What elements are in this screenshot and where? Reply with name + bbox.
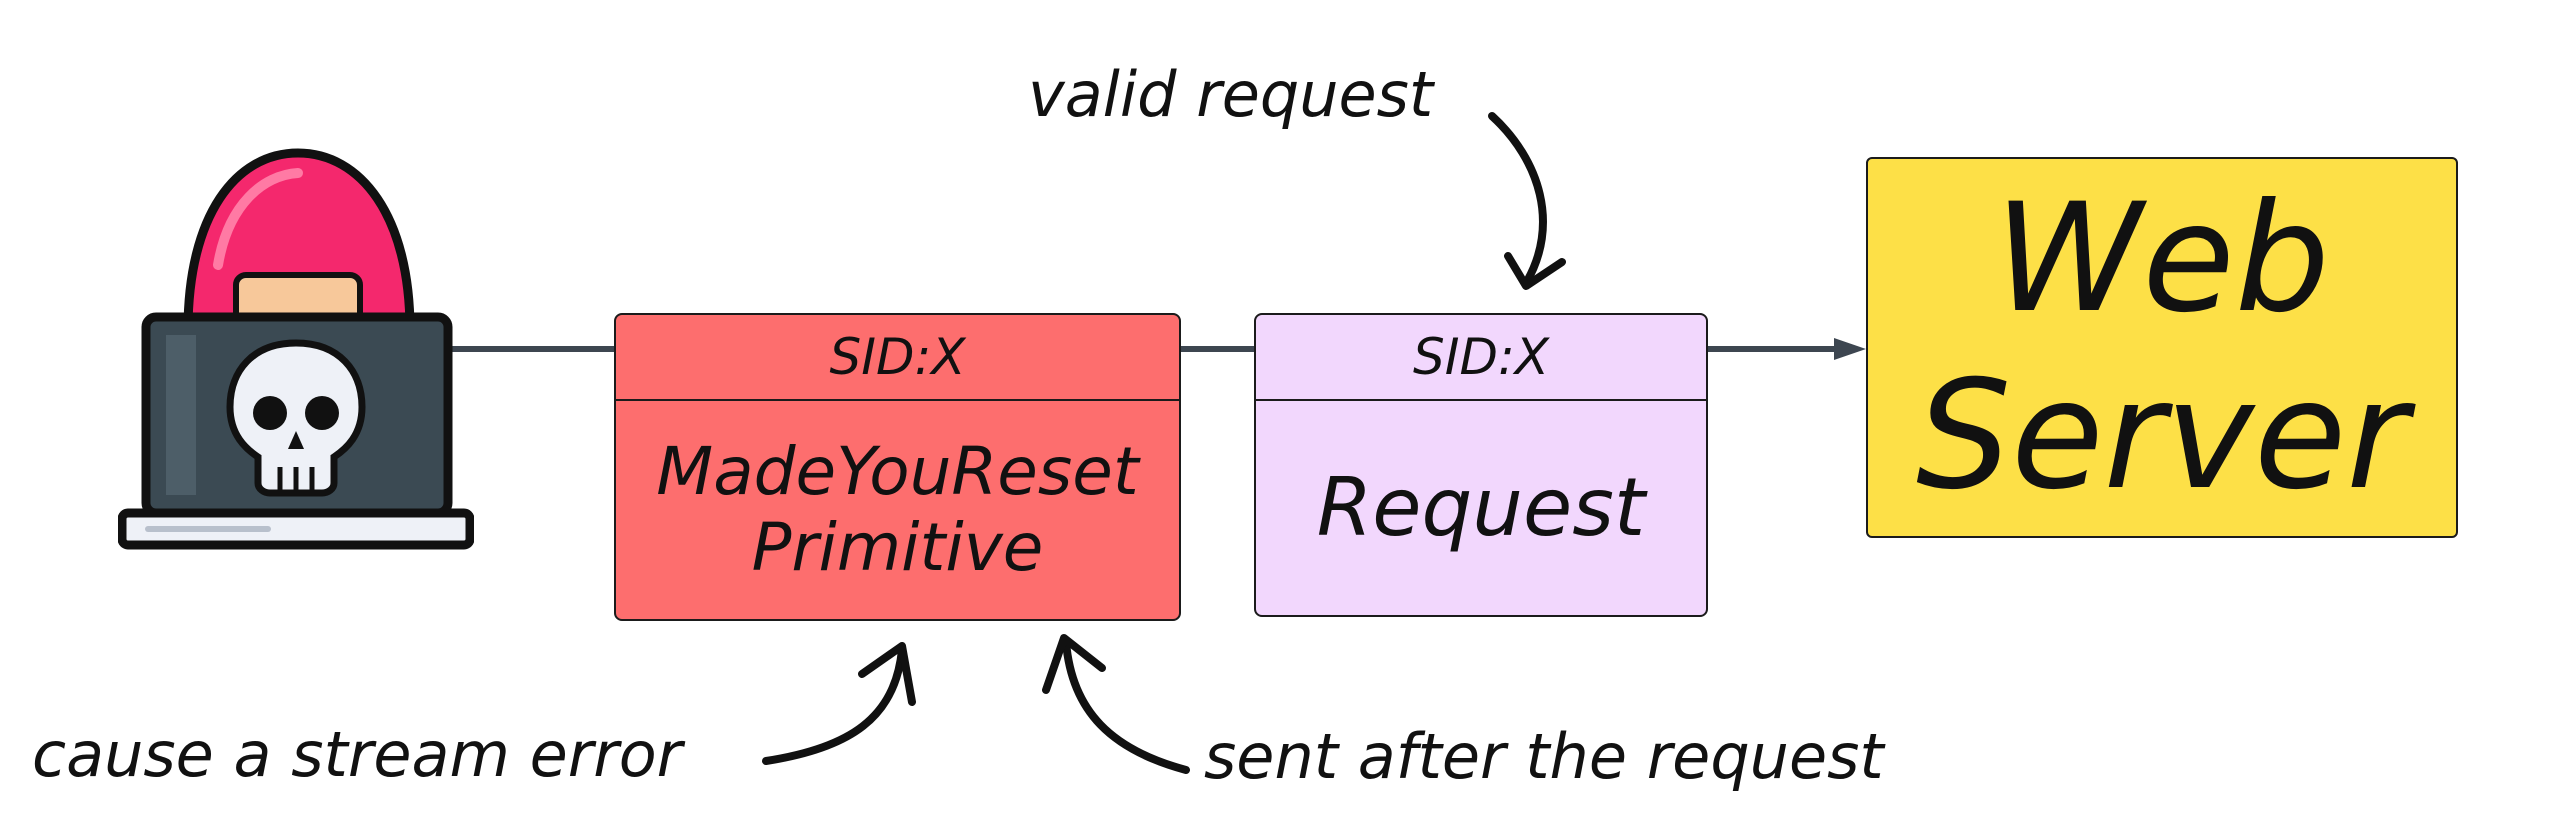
request-frame: SID:X Request [1254,313,1708,617]
annotation-valid-request: valid request [1028,58,1434,131]
flow-arrowhead [1834,338,1866,360]
arrow-cause-error [762,642,916,765]
attack-frame-sid-header: SID:X [616,315,1179,401]
annotation-cause-error: cause a stream error [32,718,683,791]
request-frame-body: Request [1316,461,1646,554]
request-frame-sid-header: SID:X [1256,315,1706,401]
arrow-valid-request [1488,112,1566,290]
attack-frame-line-1: MadeYouReset [656,433,1139,511]
attack-frame-body: MadeYouReset Primitive [616,401,1179,619]
arrow-sent-after [1042,634,1190,774]
web-server-line-2: Server [1916,348,2408,523]
hacker-icon [118,148,474,550]
made-you-reset-frame: SID:X MadeYouReset Primitive [614,313,1181,621]
attack-frame-line-2: Primitive [751,509,1044,586]
web-server-line-1: Web [1994,171,2330,346]
annotation-sent-after: sent after the request [1204,720,1884,793]
web-server-box: Web Server [1866,157,2458,538]
